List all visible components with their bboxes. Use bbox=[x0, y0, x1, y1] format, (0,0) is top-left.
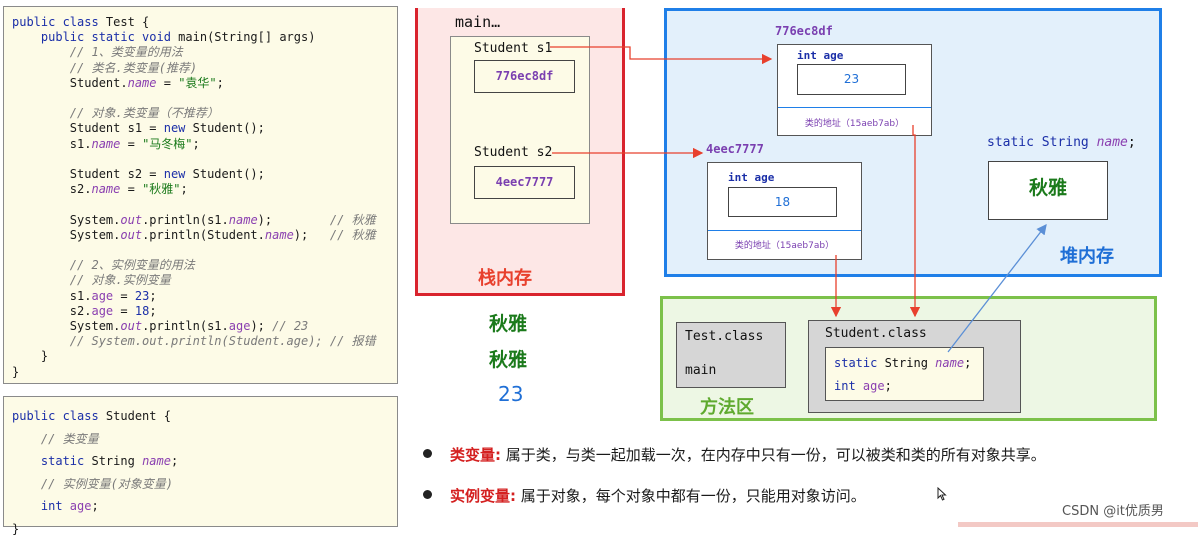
arrow-s1-to-object1 bbox=[550, 47, 771, 59]
note-1-term: 类变量: bbox=[450, 446, 501, 464]
note-2-text: 属于对象，每个对象中都有一份，只能用对象访问。 bbox=[521, 487, 866, 505]
note-1-text: 属于类，与类一起加载一次，在内存中只有一份，可以被类和类的所有对象共享。 bbox=[506, 446, 1046, 464]
note-2-term: 实例变量: bbox=[450, 487, 516, 505]
note-2-bullet bbox=[423, 490, 432, 499]
bottom-accent-strip bbox=[958, 522, 1198, 527]
watermark: CSDN @it优质男 bbox=[1062, 500, 1164, 519]
note-1: 类变量: 属于类，与类一起加载一次，在内存中只有一份，可以被类和类的所有对象共享… bbox=[450, 444, 1046, 465]
note-2: 实例变量: 属于对象，每个对象中都有一份，只能用对象访问。 bbox=[450, 485, 866, 506]
note-1-bullet bbox=[423, 449, 432, 458]
arrow-object1-to-class bbox=[913, 125, 915, 316]
mouse-cursor-icon bbox=[937, 486, 947, 505]
arrow-static-to-heap bbox=[948, 225, 1046, 352]
